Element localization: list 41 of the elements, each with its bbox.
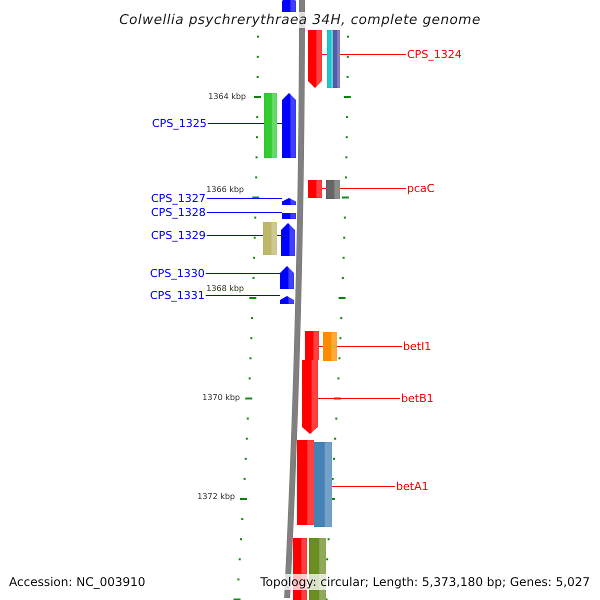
gene-label: CPS_1331 xyxy=(150,289,205,302)
gene-label: pcaC xyxy=(407,182,434,195)
leader-line xyxy=(205,295,280,296)
leader-line xyxy=(322,188,406,189)
scale-label: 1364 kbp xyxy=(208,92,246,102)
gene-block xyxy=(263,222,277,255)
gene-label: CPS_1325 xyxy=(152,117,207,130)
gene-block xyxy=(326,180,340,199)
gene-label: CPS_1328 xyxy=(151,206,206,219)
gene-band xyxy=(264,93,277,158)
gene-label: betA1 xyxy=(396,480,429,493)
gene-block xyxy=(282,198,296,205)
scale-label: 1366 kbp xyxy=(206,185,244,195)
scale-label: 1368 kbp xyxy=(206,284,244,294)
title: Colwellia psychrerythraea 34H, complete genome xyxy=(119,12,481,28)
gene-label: CPS_1327 xyxy=(151,192,206,205)
gene-block xyxy=(280,296,294,304)
leader-line xyxy=(206,212,282,213)
scale-label: 1372 kbp xyxy=(197,492,235,502)
gene-band xyxy=(308,180,322,198)
gene-label: CPS_1324 xyxy=(407,48,462,61)
accession-text: Accession: NC_003910 xyxy=(9,574,146,590)
leader-line xyxy=(205,273,280,274)
gene-band xyxy=(297,440,314,525)
gene-block xyxy=(308,30,322,88)
gene-band xyxy=(305,331,319,360)
gene-band xyxy=(333,30,340,88)
gene-block xyxy=(281,223,295,256)
gene-label: CPS_1329 xyxy=(151,229,206,242)
gene-label: betB1 xyxy=(401,392,434,405)
leader-line xyxy=(206,198,282,199)
gene-label: betI1 xyxy=(403,340,432,353)
gene-band xyxy=(282,213,296,219)
gene-block xyxy=(314,442,332,527)
gene-block xyxy=(302,360,318,434)
gene-label: CPS_1330 xyxy=(150,267,205,280)
leader-line xyxy=(318,398,400,399)
gene-block xyxy=(282,93,296,158)
scale-label: 1370 kbp xyxy=(202,393,240,403)
gene-block xyxy=(280,266,294,289)
gene-block xyxy=(323,332,337,361)
